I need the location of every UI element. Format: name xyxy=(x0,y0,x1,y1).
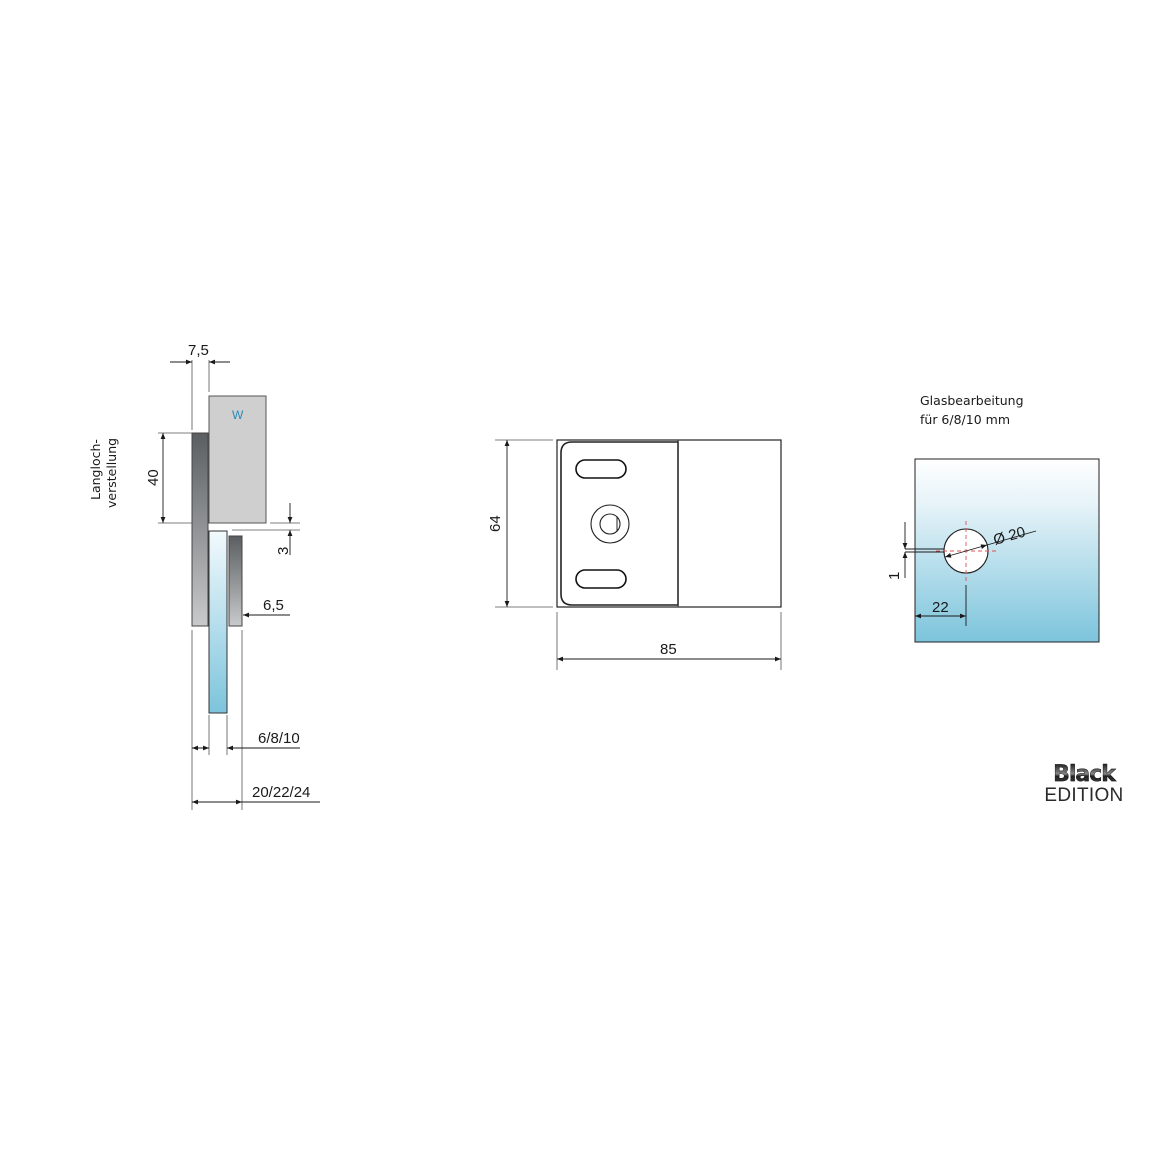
wall-marker: W xyxy=(232,408,244,422)
slot-adjust-label-line1: Langloch- xyxy=(88,439,103,500)
glass-pane xyxy=(208,530,228,714)
glass-processing-title-line1: Glasbearbeitung xyxy=(920,393,1024,408)
glass-processing-title-line2: für 6/8/10 mm xyxy=(920,412,1010,427)
front-plate xyxy=(228,535,243,627)
back-plate xyxy=(191,432,209,627)
dim-glass: 6/8/10 xyxy=(258,730,300,747)
dim-gap: 3 xyxy=(275,547,292,555)
glass-processing: Glasbearbeitung für 6/8/10 mm Ø 20 1 22 xyxy=(886,393,1100,643)
dim-offset: 1 xyxy=(886,572,903,580)
dim-width: 85 xyxy=(660,641,677,658)
logo-line-black: Black xyxy=(1032,763,1136,786)
dim-plate: 6,5 xyxy=(263,597,284,614)
dim-slot-height: 40 xyxy=(145,469,162,486)
dim-top-width: 7,5 xyxy=(188,342,209,359)
dim-edge: 22 xyxy=(932,599,949,616)
dim-height: 64 xyxy=(487,515,504,532)
black-edition-logo: Black EDITION xyxy=(1032,763,1136,806)
dim-total: 20/22/24 xyxy=(252,784,310,801)
slot-top xyxy=(575,459,627,479)
screw-inner xyxy=(599,513,621,535)
front-view: 64 85 xyxy=(487,439,782,670)
slot-adjust-label-line2: verstellung xyxy=(104,438,119,508)
slot-bottom xyxy=(575,569,627,589)
logo-line-edition: EDITION xyxy=(1044,785,1124,806)
side-view: W xyxy=(88,342,320,810)
wall-block xyxy=(208,395,267,524)
